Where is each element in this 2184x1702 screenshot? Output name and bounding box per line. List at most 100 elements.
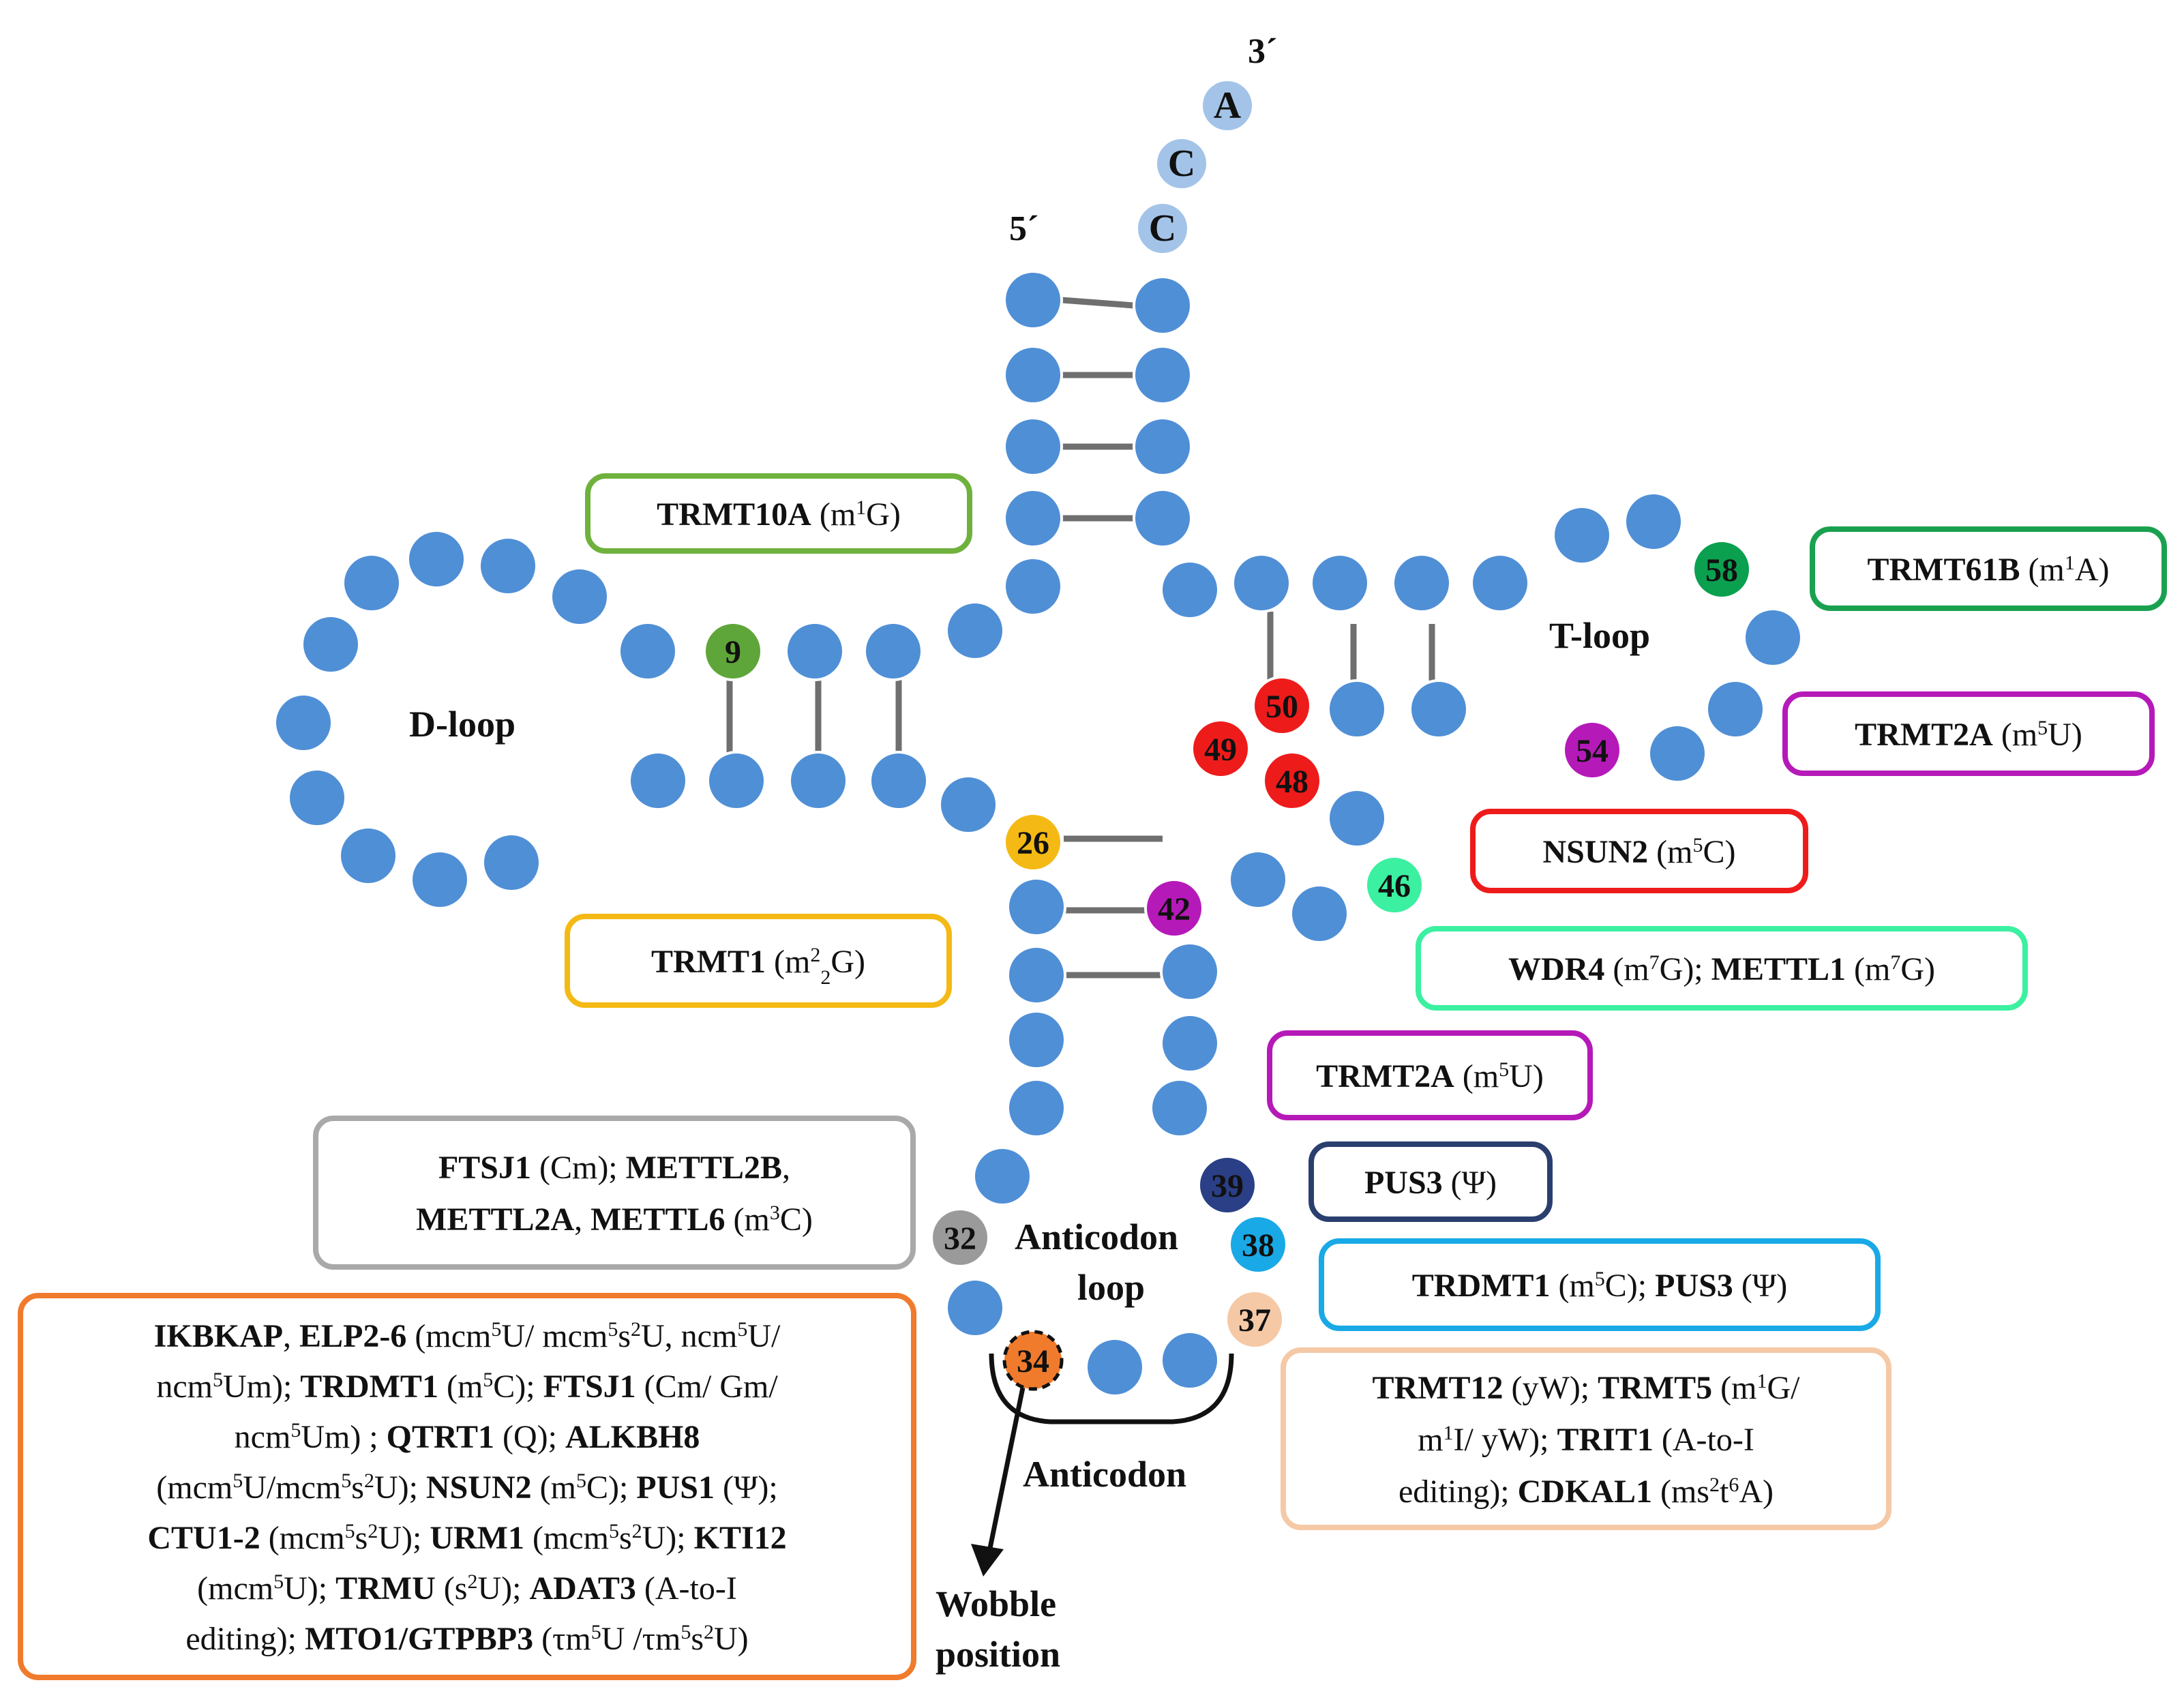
nucleotide bbox=[1647, 723, 1707, 783]
position-26-marker bbox=[1003, 812, 1063, 872]
nucleotide bbox=[1085, 1337, 1145, 1397]
nucleotide bbox=[1624, 492, 1684, 552]
nsun2-line: NSUN2 (m5C) bbox=[1542, 834, 1735, 871]
position-48-label: 48 bbox=[1276, 764, 1308, 800]
trdmt1-box bbox=[1319, 1238, 1881, 1331]
modification-boxes: TRMT10A (m1G)TRMT61B (m1A)TRMT2A (m5U)NS… bbox=[18, 473, 2167, 1680]
position-49-marker bbox=[1191, 719, 1251, 779]
position-9-label: 9 bbox=[725, 634, 741, 670]
nucleotide bbox=[1160, 1013, 1220, 1073]
trmt61b-box bbox=[1810, 526, 2167, 611]
position-50-marker bbox=[1252, 676, 1312, 736]
nucleotide bbox=[788, 751, 848, 811]
nucleotide bbox=[1006, 1010, 1066, 1070]
ftsj1-box bbox=[313, 1116, 916, 1270]
nucleotide bbox=[869, 751, 929, 811]
trmt2a_ac-box bbox=[1267, 1030, 1593, 1120]
trdmt1-line: TRDMT1 (m5C); PUS3 (Ψ) bbox=[1412, 1268, 1787, 1304]
five-prime-label: 5´ bbox=[1009, 209, 1038, 248]
trmt12-line: TRMT12 (yW); TRMT5 (m1G/ bbox=[1373, 1370, 1801, 1407]
position-49-label: 49 bbox=[1204, 732, 1237, 768]
position-42-label: 42 bbox=[1158, 891, 1191, 927]
position-34-marker bbox=[1002, 1330, 1064, 1391]
position-58-label: 58 bbox=[1705, 552, 1738, 588]
nucleotide bbox=[301, 614, 361, 674]
nucleotide bbox=[1006, 1078, 1066, 1138]
trmt2a_t-line: TRMT2A (m5U) bbox=[1855, 717, 2082, 753]
position-50-label: 50 bbox=[1266, 689, 1298, 725]
position-32-label: 32 bbox=[944, 1221, 976, 1257]
nucleotide bbox=[938, 775, 998, 835]
nucleotide bbox=[1228, 850, 1288, 910]
wdr4-box bbox=[1416, 926, 2028, 1011]
position-54-label: 54 bbox=[1576, 733, 1609, 769]
nucleotide bbox=[1003, 270, 1063, 330]
nucleotide bbox=[410, 850, 470, 910]
ikbkap-line: (mcm5U/mcm5s2U); NSUN2 (m5C); PUS1 (Ψ); bbox=[156, 1469, 777, 1506]
trmt12-line: m1I/ yW); TRIT1 (A-to-I bbox=[1418, 1422, 1754, 1459]
base-pair-bonds bbox=[726, 297, 1435, 979]
position-58-marker bbox=[1692, 539, 1752, 599]
nucleotide bbox=[1133, 417, 1193, 477]
position-26-label: 26 bbox=[1017, 825, 1049, 861]
position-37-marker bbox=[1225, 1289, 1285, 1349]
anticodon-loop-label-1: Anticodon bbox=[1015, 1216, 1178, 1257]
nucleotide bbox=[1003, 417, 1063, 477]
nucleotide bbox=[1003, 488, 1063, 548]
nucleotide bbox=[1327, 679, 1387, 739]
nucleotide bbox=[618, 621, 678, 681]
nucleotide bbox=[785, 621, 845, 681]
three-prime-label: 3´ bbox=[1248, 32, 1277, 71]
position-38-marker bbox=[1228, 1214, 1288, 1274]
position-46-label: 46 bbox=[1378, 868, 1411, 904]
nucleotide bbox=[1705, 679, 1765, 739]
nucleotide bbox=[478, 536, 538, 596]
position-9-marker bbox=[703, 621, 763, 681]
nucleotide bbox=[1552, 505, 1612, 565]
trmt12-line: editing); CDKAL1 (ms2t6A) bbox=[1398, 1474, 1774, 1510]
cca-letter: C bbox=[1168, 143, 1195, 185]
nucleotide bbox=[1289, 884, 1349, 944]
nucleotide bbox=[1743, 608, 1803, 668]
nucleotide bbox=[342, 553, 402, 613]
position-48-marker bbox=[1262, 751, 1322, 811]
anticodon-label: Anticodon bbox=[1023, 1454, 1186, 1495]
nucleotide bbox=[1231, 553, 1291, 613]
wobble-label-2: position bbox=[936, 1634, 1060, 1675]
ftsj1-line: FTSJ1 (Cm); METTL2B, bbox=[438, 1150, 790, 1186]
pus3-box bbox=[1308, 1141, 1553, 1222]
anticodon-loop-label-2: loop bbox=[1077, 1267, 1145, 1308]
nucleotide bbox=[972, 1146, 1032, 1206]
t-loop-label: T-loop bbox=[1549, 615, 1650, 656]
nucleotide bbox=[1409, 679, 1469, 739]
cca-letter: A bbox=[1214, 85, 1242, 127]
nucleotide bbox=[550, 567, 610, 627]
nucleotide bbox=[945, 1278, 1005, 1338]
nucleotide bbox=[481, 833, 541, 893]
position-37-label: 37 bbox=[1238, 1302, 1271, 1339]
nucleotide bbox=[1160, 560, 1220, 620]
nucleotide bbox=[1160, 1330, 1220, 1390]
position-34-label: 34 bbox=[1017, 1343, 1049, 1379]
trmt61b-line: TRMT61B (m1A) bbox=[1868, 552, 2110, 588]
trmt1-line: TRMT1 (m22G) bbox=[651, 944, 865, 989]
nucleotide bbox=[338, 826, 398, 886]
nucleotide bbox=[1310, 553, 1370, 613]
nucleotide bbox=[1003, 345, 1063, 405]
nsun2-box bbox=[1470, 809, 1808, 893]
cca-nucleotide bbox=[1200, 78, 1255, 133]
wdr4-line: WDR4 (m7G); METTL1 (m7G) bbox=[1508, 951, 1935, 988]
ikbkap-box bbox=[18, 1293, 916, 1680]
position-39-marker bbox=[1197, 1155, 1257, 1215]
trmt12-box bbox=[1281, 1347, 1891, 1530]
cca-nucleotide bbox=[1154, 136, 1209, 191]
ikbkap-line: ncm5Um) ; QTRT1 (Q); ALKBH8 bbox=[235, 1419, 700, 1456]
nucleotide bbox=[406, 529, 466, 589]
position-42-marker bbox=[1144, 878, 1204, 938]
wobble-arrowhead bbox=[971, 1544, 1004, 1577]
ikbkap-line: CTU1-2 (mcm5s2U); URM1 (mcm5s2U); KTI12 bbox=[147, 1520, 786, 1557]
nucleotide bbox=[1133, 275, 1193, 335]
ikbkap-line: (mcm5U); TRMU (s2U); ADAT3 (A-to-I bbox=[197, 1570, 737, 1607]
